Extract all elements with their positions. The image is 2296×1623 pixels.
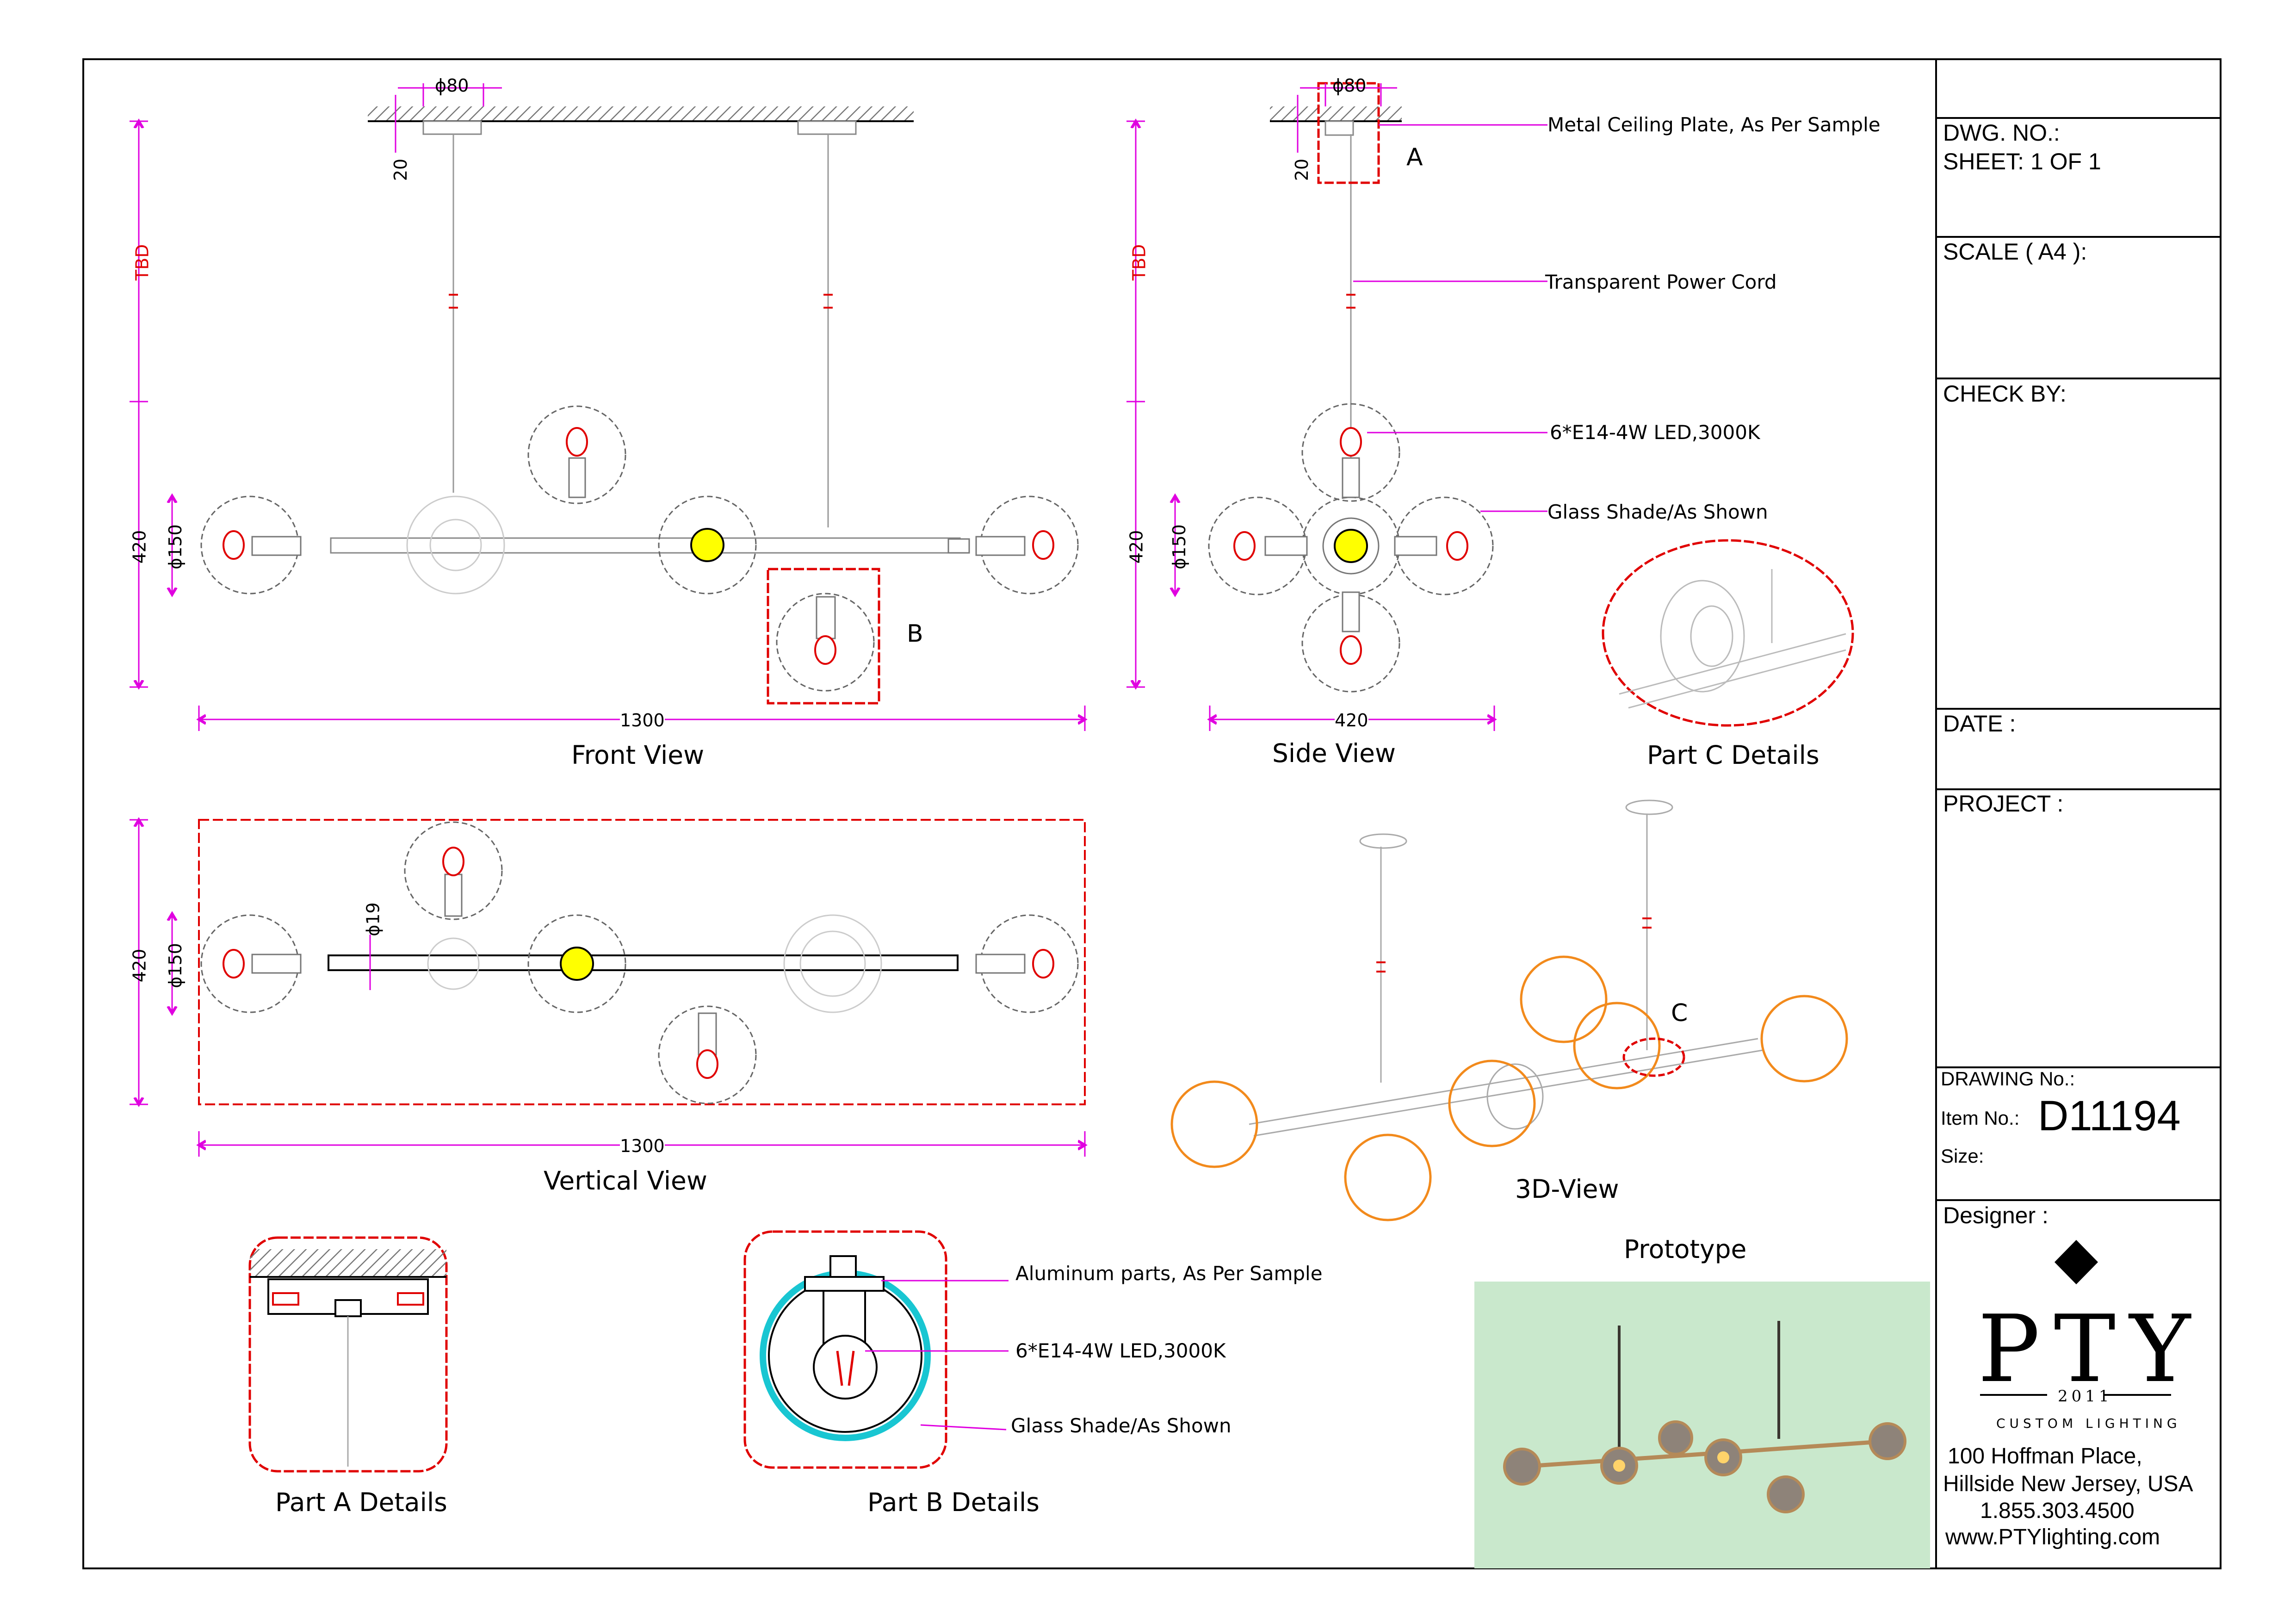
dim-plate-h-front: 20 (390, 158, 411, 181)
dim-side-width: 420 (1335, 710, 1368, 731)
date-label: DATE : (1943, 711, 2016, 737)
dim-rod-dia: ϕ19 (363, 902, 384, 936)
dim-shade-dia-side: ϕ150 (1169, 524, 1189, 570)
vertical-view-drawing (198, 819, 1086, 1105)
check-by-label: CHECK BY: (1943, 381, 2067, 407)
dim-drop-front: TBD (132, 244, 153, 281)
address-line1: 100 Hoffman Place, (1948, 1444, 2142, 1468)
side-view-drawing (1208, 82, 1494, 693)
size-label: Size: (1941, 1145, 1984, 1167)
part-c-drawing (1602, 539, 1854, 727)
item-no-label: Item No.: (1941, 1107, 2020, 1129)
dim-length-vertical: 1300 (620, 1136, 665, 1156)
dim-drop-side: TBD (1129, 244, 1150, 281)
callout-led-side: 6*E14-4W LED,3000K (1550, 421, 1760, 444)
address-phone: 1.855.303.4500 (1980, 1499, 2135, 1523)
pty-tagline: CUSTOM LIGHTING (1996, 1416, 2181, 1431)
cloud-a (1317, 82, 1380, 184)
prototype-photo (1474, 1282, 1930, 1568)
side-view-title: Side View (1272, 738, 1396, 768)
front-view-drawing (200, 106, 1079, 705)
drawing-frame (82, 58, 2222, 1569)
drawing-no-label: DRAWING No.: (1941, 1068, 2075, 1090)
item-no-value: D11194 (2038, 1092, 2181, 1140)
part-c-title: Part C Details (1647, 740, 1819, 770)
dim-plate-h-side: 20 (1292, 158, 1312, 181)
callout-aluminum: Aluminum parts, As Per Sample (1015, 1262, 1323, 1285)
part-b-leaders (865, 1280, 1009, 1431)
dim-shade-dia-vertical: ϕ150 (165, 943, 186, 988)
prototype-title: Prototype (1624, 1234, 1747, 1264)
callout-ceiling-plate: Metal Ceiling Plate, As Per Sample (1547, 113, 1881, 136)
dim-shade-dia-front: ϕ150 (165, 524, 186, 570)
marker-a: A (1406, 143, 1423, 171)
dwg-no-label: DWG. NO.: (1943, 120, 2060, 146)
sheet-label: SHEET: 1 OF 1 (1943, 149, 2101, 174)
3d-globe (1170, 955, 1848, 1221)
cloud-b (767, 568, 880, 705)
part-b-title: Part B Details (867, 1487, 1040, 1517)
vertical-view-title: Vertical View (544, 1166, 707, 1196)
front-view-title: Front View (571, 740, 705, 770)
3d-view-drawing (1170, 799, 1848, 1221)
marker-c: C (1671, 999, 1688, 1027)
dim-height-side: 420 (1126, 530, 1147, 564)
address-web[interactable]: www.PTYlighting.com (1945, 1525, 2160, 1549)
project-label: PROJECT : (1943, 791, 2064, 817)
dim-length-front: 1300 (620, 710, 665, 731)
designer-label: Designer : (1943, 1202, 2048, 1228)
part-b-drawing (743, 1230, 947, 1469)
dim-height-front: 420 (129, 530, 150, 564)
dim-height-vertical: 420 (129, 948, 150, 983)
pty-wordmark: PTY (1978, 1295, 2204, 1403)
vertical-dimensions (130, 820, 1085, 1157)
address-line2: Hillside New Jersey, USA (1943, 1472, 2193, 1496)
pty-logo (1980, 1240, 2171, 1396)
3d-view-title: 3D-View (1515, 1174, 1619, 1204)
part-a-drawing (248, 1236, 448, 1473)
scale-label: SCALE ( A4 ): (1943, 239, 2087, 265)
front-dimensions (130, 83, 1085, 731)
side-dimensions (1126, 83, 1547, 731)
part-a-title: Part A Details (275, 1487, 447, 1517)
callout-led-b: 6*E14-4W LED,3000K (1015, 1339, 1226, 1362)
pty-year: 2011 (2058, 1387, 2113, 1406)
dim-plate-dia-side: ϕ80 (1332, 75, 1367, 96)
callout-power-cord: Transparent Power Cord (1545, 271, 1777, 293)
marker-b: B (907, 620, 923, 648)
callout-glass-b: Glass Shade/As Shown (1011, 1414, 1232, 1437)
cloud-c (1622, 1037, 1685, 1077)
front-ceiling-plate-left (422, 120, 857, 135)
callout-glass-side: Glass Shade/As Shown (1547, 501, 1768, 523)
dim-plate-dia-front: ϕ80 (435, 75, 469, 96)
